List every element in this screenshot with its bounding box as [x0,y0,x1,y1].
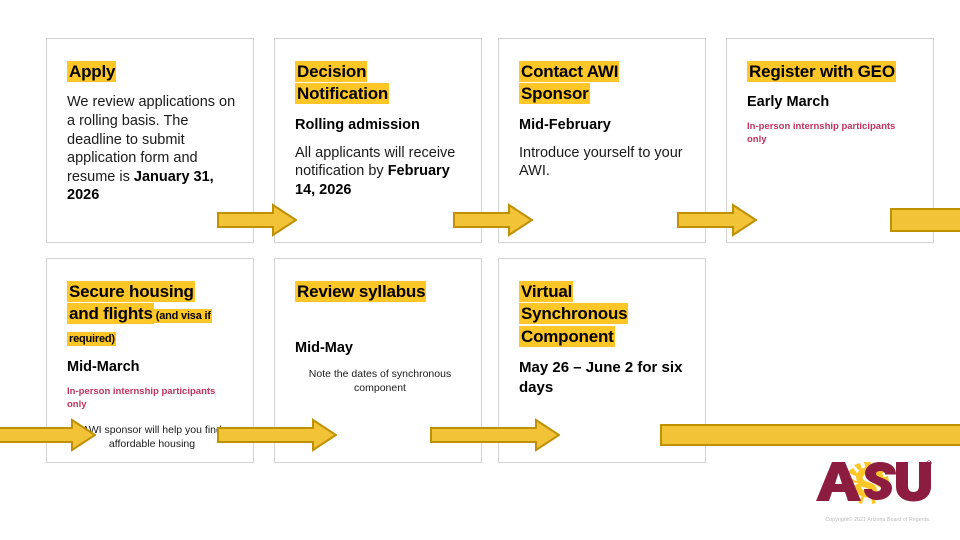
card-content: Decision Notification Rolling admission … [275,39,481,209]
flow-arrow-right-icon [217,418,337,452]
flow-arrow-right-clipped-icon [890,205,960,235]
card-content: Register with GEO Early March In-person … [727,39,933,164]
card-content: Virtual Synchronous Component May 26 – J… [499,259,705,416]
card-heading: Virtual Synchronous Component [519,281,689,348]
heading-line: Decision [295,61,368,82]
card-heading: Register with GEO [747,61,917,83]
heading-line: Sponsor [519,83,590,105]
heading-line: Notification [295,83,390,105]
card-contact-awi-sponsor[interactable]: Contact AWI Sponsor Mid-February Introdu… [498,38,706,243]
card-subheading: Mid-May [295,340,353,357]
flow-arrow-right-icon [453,203,533,237]
card-body: We review applications on a rolling basi… [67,93,237,204]
flow-arrow-right-icon [217,203,297,237]
card-note-restriction: In-person internship participants only [67,386,216,410]
copyright-text: Copyright© 2021 Arizona Board of Regents… [825,517,931,523]
flow-arrow-right-icon [430,418,560,452]
body-text: All applicants will receive notification… [295,144,456,180]
card-note-detail: AWI sponsor will help you find affordabl… [82,423,222,451]
asu-logo-icon: R [812,458,932,506]
heading-line: Review syllabus [295,281,427,302]
card-subheading: Early March [747,94,830,111]
heading-line: Virtual [519,281,574,302]
card-content: Secure housing and flights(and visa if r… [47,259,253,461]
heading-line: Component [519,325,615,347]
card-content: Contact AWI Sponsor Mid-February Introdu… [499,39,705,191]
card-subheading: Rolling admission [295,116,420,133]
card-heading: Apply [67,61,237,83]
heading-line: Apply [67,61,117,82]
card-subheading: May 26 – June 2 for six days [519,359,683,396]
card-heading: Contact AWI Sponsor [519,61,689,106]
body-emphasis: January 31, 2026 [67,168,214,204]
card-note-restriction: In-person internship participants only [747,121,896,145]
card-subheading: Mid-February [519,116,611,133]
card-heading: Secure housing and flights(and visa if r… [67,281,237,348]
heading-line: Contact AWI [519,61,620,82]
card-content: Review syllabus Mid-May Note the dates o… [275,259,481,406]
card-heading: Decision Notification [295,61,465,106]
card-apply[interactable]: Apply We review applications on a rollin… [46,38,254,243]
flow-arrow-right-icon [677,203,757,237]
body-text: We review applications on a rolling basi… [67,94,236,185]
svg-text:R: R [928,462,931,466]
card-subheading: Mid-March [67,359,140,376]
flow-arrow-right-clipped-icon [0,418,96,452]
heading-line: Synchronous [519,303,629,325]
card-note-detail: Note the dates of synchronous component [308,368,452,395]
card-body: Introduce yourself to your AWI. [519,144,683,180]
heading-line: and flights [67,303,154,325]
heading-line: Register with GEO [747,61,896,82]
card-decision-notification[interactable]: Decision Notification Rolling admission … [274,38,482,243]
card-body: All applicants will receive notification… [295,144,465,200]
card-content: Apply We review applications on a rollin… [47,39,253,215]
card-heading: Review syllabus [295,281,465,303]
body-emphasis: February 14, 2026 [295,163,450,198]
heading-line: Secure housing [67,281,195,302]
flow-arrow-right-clipped-icon [660,422,960,448]
